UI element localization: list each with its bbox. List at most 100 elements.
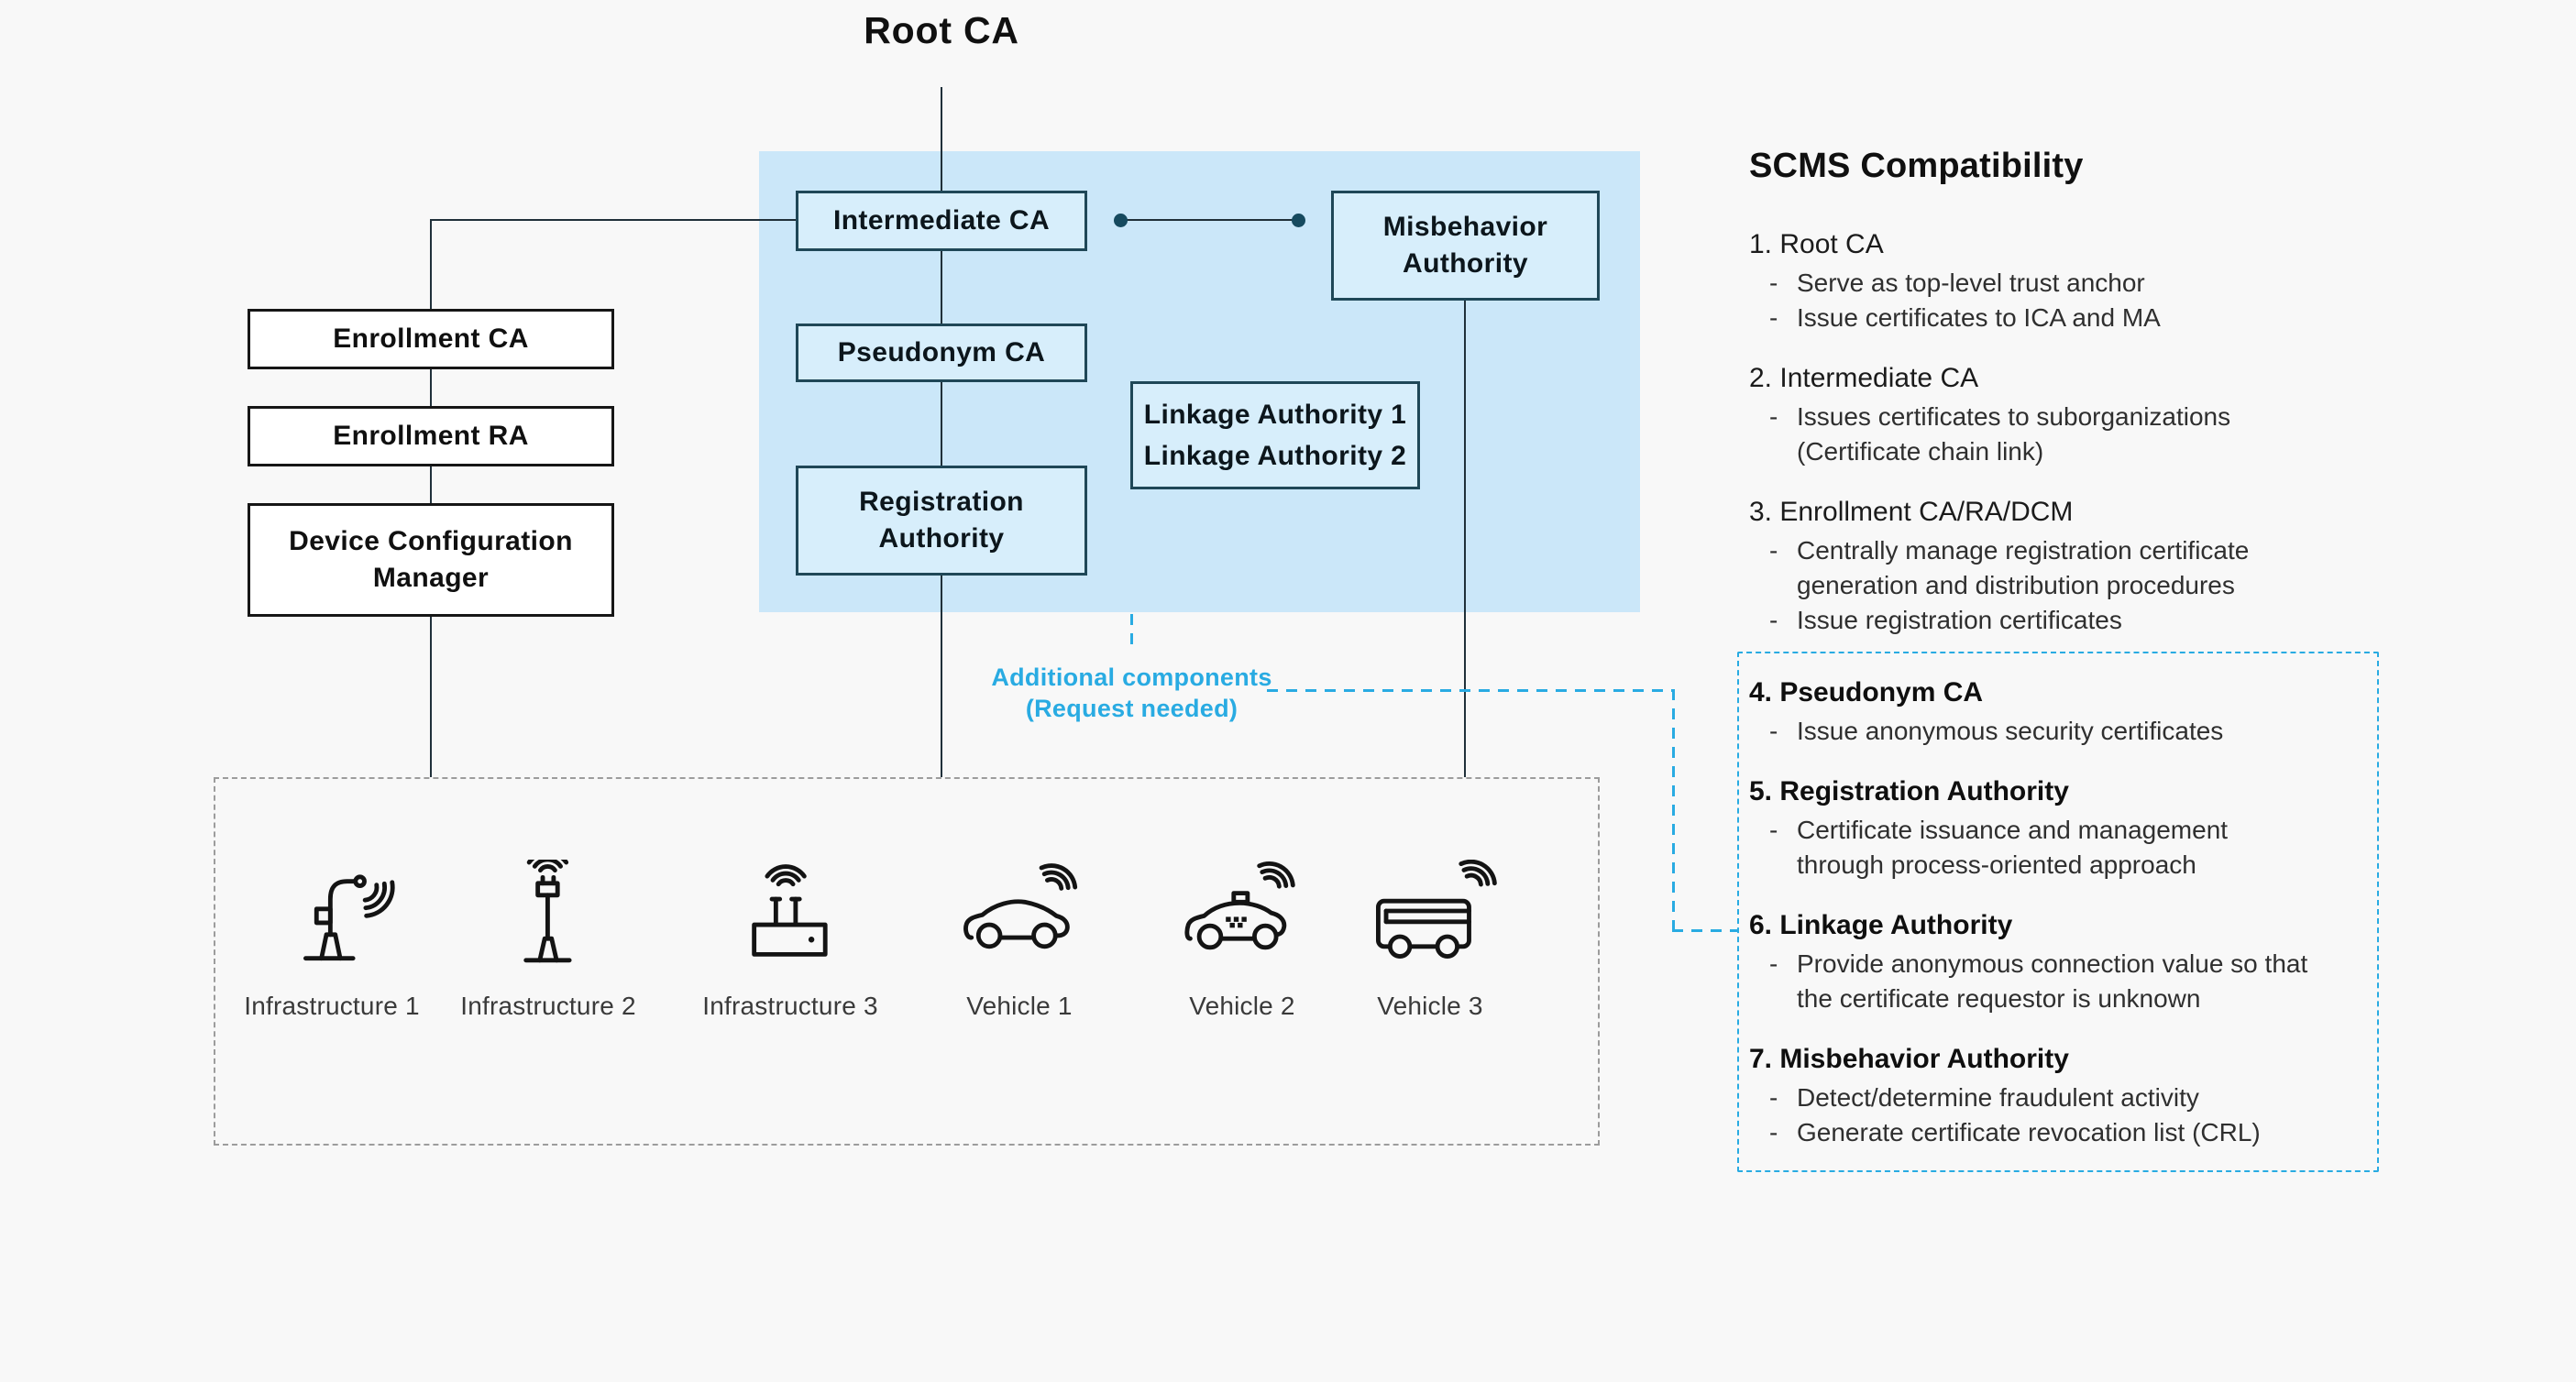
panel-bullet: - Serve as top-level trust anchor [1749, 266, 2391, 301]
panel-bullet: - Issue anonymous security certificates [1749, 714, 2391, 749]
bullet-dash: - [1769, 606, 1778, 634]
panel-item-title: 2. Intermediate CA [1749, 363, 1979, 393]
roadside-antenna-icon [523, 860, 572, 963]
bullet-dash [1769, 434, 1797, 469]
device-infrastructure-1: Infrastructure 1 [226, 860, 437, 1021]
left-spine-line [430, 219, 432, 777]
bullet-dash [1769, 848, 1797, 883]
roadside-unit-icon [751, 864, 828, 957]
panel-highlight-dashed-box [1737, 652, 2379, 1172]
bullet-text: Serve as top-level trust anchor [1797, 269, 2145, 297]
panel-item-enrollment: 3. Enrollment CA/RA/DCM - Centrally mana… [1749, 495, 2391, 638]
panel-item-intermediate-ca: 2. Intermediate CA - Issues certificates… [1749, 361, 2391, 469]
panel-bullet: - Detect/determine fraudulent activity [1749, 1080, 2391, 1115]
bullet-dash [1769, 982, 1797, 1016]
device-vehicle-2: Vehicle 2 [1137, 860, 1348, 1021]
bullet-text: Issue anonymous security certificates [1797, 717, 2224, 745]
center-spine-line [941, 87, 942, 777]
bullet-text: through process-oriented approach [1797, 850, 2196, 879]
bullet-text: the certificate requestor is unknown [1797, 984, 2201, 1013]
panel-bullet: through process-oriented approach [1749, 848, 2391, 883]
link-endpoint-dot-left [1114, 214, 1128, 227]
panel-heading: SCMS Compatibility [1749, 147, 2084, 185]
device-label: Vehicle 2 [1189, 992, 1295, 1020]
bullet-dash: - [1769, 536, 1778, 565]
panel-bullet: - Issue registration certificates [1749, 603, 2391, 638]
registration-authority-box: Registration Authority [796, 466, 1087, 576]
device-label: Infrastructure 2 [460, 992, 636, 1020]
bullet-dash: - [1769, 1083, 1778, 1112]
bullet-dash [1769, 568, 1797, 603]
connected-car-icon [963, 863, 1077, 949]
linkage-authority-1-label: Linkage Authority 1 [1143, 400, 1407, 430]
panel-item-title: 7. Misbehavior Authority [1749, 1044, 2069, 1074]
linkage-authority-2-label: Linkage Authority 2 [1143, 441, 1407, 471]
misbehavior-authority-box: Misbehavior Authority [1331, 191, 1600, 301]
panel-bullet: - Issues certificates to suborganization… [1749, 400, 2391, 434]
panel-bullet: the certificate requestor is unknown [1749, 982, 2391, 1016]
bullet-text: Provide anonymous connection value so th… [1797, 949, 2308, 978]
bullet-dash: - [1769, 816, 1778, 844]
bullet-text: Detect/determine fraudulent activity [1797, 1083, 2199, 1112]
end-entity-dashed-zone [214, 777, 1600, 1146]
panel-bullet: - Issue certificates to ICA and MA [1749, 301, 2391, 335]
linkage-authority-box: Linkage Authority 1 Linkage Authority 2 [1130, 381, 1420, 489]
bullet-text: (Certificate chain link) [1797, 437, 2044, 466]
panel-item-misbehavior-authority: 7. Misbehavior Authority - Detect/determ… [1749, 1042, 2391, 1150]
left-branch-line [430, 219, 798, 221]
device-label: Vehicle 3 [1377, 992, 1483, 1020]
enrollment-ra-box: Enrollment RA [248, 406, 614, 466]
device-vehicle-3: Vehicle 3 [1325, 860, 1536, 1021]
panel-item-title: 4. Pseudonym CA [1749, 677, 1984, 707]
bullet-dash: - [1769, 717, 1778, 745]
pseudonym-ca-box: Pseudonym CA [796, 324, 1087, 382]
panel-items-standard: 1. Root CA - Serve as top-level trust an… [1749, 227, 2391, 664]
note-connector-dashed-h2 [1672, 929, 1739, 932]
panel-item-title: 6. Linkage Authority [1749, 910, 2013, 940]
note-line-1: Additional components [991, 664, 1272, 691]
misbehavior-spine-line [1464, 301, 1466, 777]
bullet-dash: - [1769, 402, 1778, 431]
panel-item-title: 1. Root CA [1749, 229, 1884, 259]
device-configuration-manager-box: Device Configuration Manager [248, 503, 614, 617]
panel-item-title: 3. Enrollment CA/RA/DCM [1749, 497, 2074, 527]
note-line-2: (Request needed) [1025, 695, 1238, 722]
panel-bullet: - Centrally manage registration certific… [1749, 533, 2391, 568]
note-connector-dashed-h1 [1267, 689, 1674, 692]
panel-bullet: generation and distribution procedures [1749, 568, 2391, 603]
bullet-text: Issue certificates to ICA and MA [1797, 303, 2161, 332]
panel-item-title: 5. Registration Authority [1749, 776, 2069, 806]
intermediate-ca-box: Intermediate CA [796, 191, 1087, 251]
panel-bullet: - Provide anonymous connection value so … [1749, 947, 2391, 982]
panel-items-highlighted: 4. Pseudonym CA - Issue anonymous securi… [1749, 675, 2391, 1176]
panel-bullet: (Certificate chain link) [1749, 434, 2391, 469]
smart-streetlight-icon [303, 874, 395, 961]
panel-bullet: - Generate certificate revocation list (… [1749, 1115, 2391, 1150]
bullet-text: generation and distribution procedures [1797, 571, 2235, 599]
additional-components-note: Additional components (Request needed) [974, 662, 1290, 724]
device-label: Infrastructure 3 [702, 992, 878, 1020]
panel-bullet: - Certificate issuance and management [1749, 813, 2391, 848]
bullet-text: Issue registration certificates [1797, 606, 2122, 634]
root-ca-title: Root CA [864, 9, 1019, 51]
bullet-text: Centrally manage registration certificat… [1797, 536, 2250, 565]
note-stub-dashed-line [1130, 614, 1133, 651]
connected-taxi-icon [1183, 861, 1295, 950]
device-label: Vehicle 1 [966, 992, 1073, 1020]
panel-item-root-ca: 1. Root CA - Serve as top-level trust an… [1749, 227, 2391, 335]
note-connector-dashed-v [1672, 689, 1675, 931]
bullet-text: Issues certificates to suborganizations [1797, 402, 2231, 431]
device-infrastructure-2: Infrastructure 2 [443, 860, 654, 1021]
bullet-dash: - [1769, 269, 1778, 297]
device-infrastructure-3: Infrastructure 3 [685, 860, 896, 1021]
bullet-dash: - [1769, 1118, 1778, 1146]
device-vehicle-1: Vehicle 1 [914, 860, 1125, 1021]
panel-item-registration-authority: 5. Registration Authority - Certificate … [1749, 774, 2391, 883]
bullet-dash: - [1769, 949, 1778, 978]
device-label: Infrastructure 1 [244, 992, 420, 1020]
bullet-text: Certificate issuance and management [1797, 816, 2229, 844]
enrollment-ca-box: Enrollment CA [248, 309, 614, 369]
bullet-dash: - [1769, 303, 1778, 332]
bullet-text: Generate certificate revocation list (CR… [1797, 1118, 2261, 1146]
